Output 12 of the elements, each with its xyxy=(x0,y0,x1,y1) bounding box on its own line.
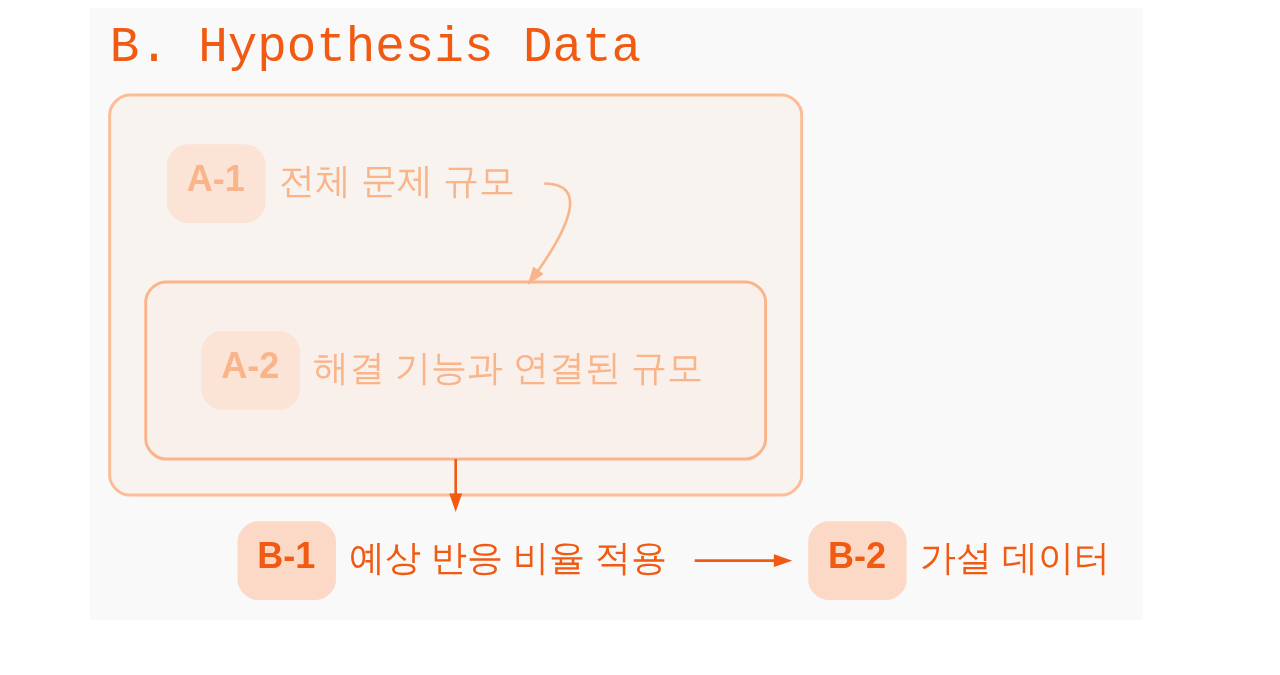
node-box: A-1 xyxy=(167,144,266,223)
node-label: 예상 반응 비율 적용 xyxy=(349,536,668,578)
node-box: B-2 xyxy=(808,521,907,601)
cluster xyxy=(144,280,768,461)
node-label: 가설 데이터 xyxy=(919,536,1110,578)
node-box: B-1 xyxy=(237,521,336,601)
arrow xyxy=(449,459,463,512)
node-label: 전체 문제 규모 xyxy=(278,159,515,201)
diagram-title: B. Hypothesis Data xyxy=(109,19,641,76)
arrow xyxy=(694,554,793,568)
arrow xyxy=(527,182,572,286)
node-label: 해결 기능과 연결된 규모 xyxy=(313,346,704,388)
